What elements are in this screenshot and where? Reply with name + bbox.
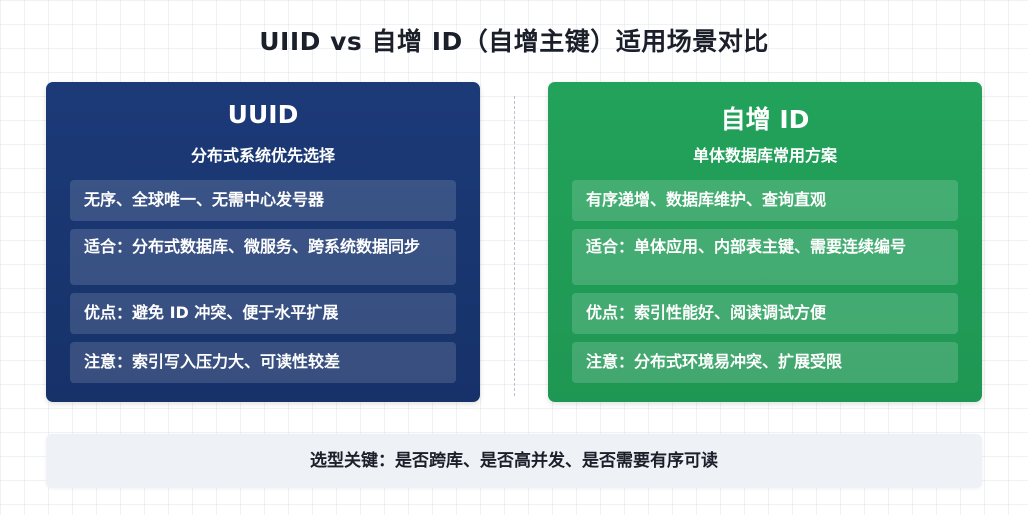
- uuid-panel: UUID 分布式系统优先选择 无序、全球唯一、无需中心发号器 适合：分布式数据库…: [46, 82, 480, 402]
- uuid-feature-item: 注意：索引写入压力大、可读性较差: [70, 342, 456, 383]
- uuid-feature-item: 无序、全球唯一、无需中心发号器: [70, 180, 456, 221]
- auto-increment-feature-item: 优点：索引性能好、阅读调试方便: [572, 293, 958, 334]
- uuid-feature-item: 适合：分布式数据库、微服务、跨系统数据同步: [70, 229, 456, 285]
- auto-increment-feature-list: 有序递增、数据库维护、查询直观 适合：单体应用、内部表主键、需要连续编号 优点：…: [572, 180, 958, 391]
- uuid-feature-item: 优点：避免 ID 冲突、便于水平扩展: [70, 293, 456, 334]
- auto-increment-feature-item: 适合：单体应用、内部表主键、需要连续编号: [572, 229, 958, 285]
- auto-increment-feature-item: 有序递增、数据库维护、查询直观: [572, 180, 958, 221]
- uuid-feature-list: 无序、全球唯一、无需中心发号器 适合：分布式数据库、微服务、跨系统数据同步 优点…: [70, 180, 456, 391]
- auto-increment-feature-item: 注意：分布式环境易冲突、扩展受限: [572, 342, 958, 383]
- selection-key-note: 选型关键：是否跨库、是否高并发、是否需要有序可读: [46, 434, 982, 488]
- auto-increment-panel-subtitle: 单体数据库常用方案: [692, 146, 837, 165]
- auto-increment-panel: 自增 ID 单体数据库常用方案 有序递增、数据库维护、查询直观 适合：单体应用、…: [548, 82, 982, 402]
- auto-increment-panel-title: 自增 ID: [720, 105, 810, 134]
- uuid-panel-title: UUID: [227, 100, 299, 129]
- panel-divider: [514, 96, 515, 396]
- page-title: UIID vs 自增 ID（自增主键）适用场景对比: [259, 27, 769, 56]
- uuid-panel-subtitle: 分布式系统优先选择: [190, 146, 335, 165]
